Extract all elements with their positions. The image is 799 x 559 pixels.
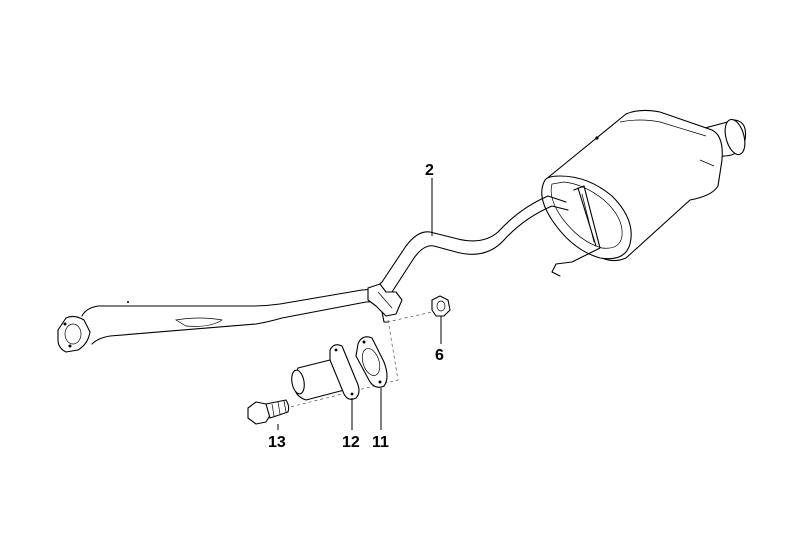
rear-silencer [541, 109, 747, 277]
label-part-2: 2 [425, 162, 434, 179]
label-part-13: 13 [268, 434, 286, 451]
exhaust-pipe [57, 195, 569, 353]
assembly-line-nut [386, 311, 433, 323]
label-part-6: 6 [435, 347, 444, 364]
gasket [355, 336, 388, 388]
hex-bolt [247, 399, 290, 425]
label-part-11: 11 [372, 434, 389, 451]
label-part-12: 12 [342, 434, 360, 451]
assembly-line-bolt [285, 319, 399, 409]
nut [431, 295, 451, 317]
flange-sleeve [291, 344, 360, 401]
